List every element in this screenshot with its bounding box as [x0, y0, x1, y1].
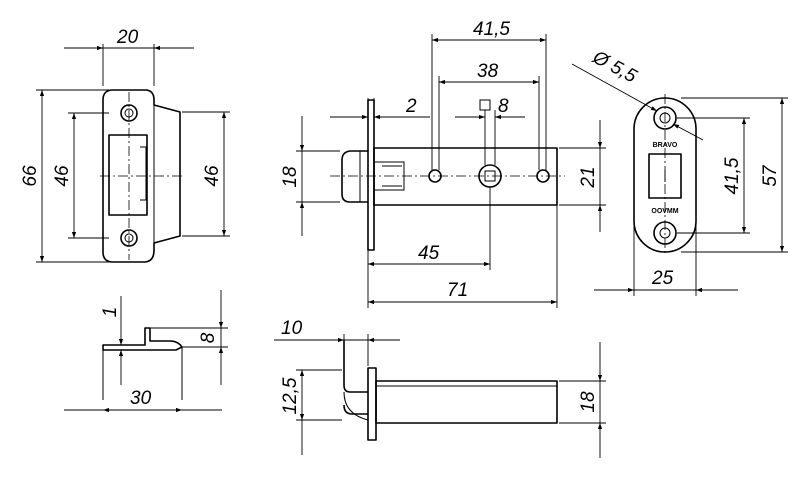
- latch-body: [373, 147, 558, 206]
- strike-plate-window: [108, 134, 148, 216]
- strike-height-dimension: 66: [20, 165, 41, 187]
- latch-faceplate-edge: [367, 99, 375, 251]
- strike-plate-outline: [102, 89, 181, 263]
- latch-backset-inner-dimension: 38: [477, 61, 499, 82]
- strike-plate-window-lip: [140, 146, 147, 201]
- faceplate-hole-diameter-dimension: Ø 5,5: [588, 46, 640, 87]
- faceplate-height-dimension: 57: [760, 164, 781, 187]
- latch-center-dimension: 45: [418, 243, 440, 264]
- latch-side-tongue: [343, 340, 368, 415]
- faceplate-top-marking: BRAVO: [653, 142, 678, 149]
- strike-depth-dimension: 8: [198, 332, 219, 343]
- latch-side-tongue-height-dimension: 12,5: [280, 377, 301, 414]
- latch-tongue-height-dimension: 18: [280, 166, 301, 188]
- latch-offset-dimension: 2: [405, 96, 417, 117]
- strike-inner-left-dimension: 46: [52, 165, 73, 187]
- latch-square-dimension: 8: [498, 96, 509, 117]
- strike-width-dimension: 20: [116, 27, 139, 48]
- faceplate-hole-spacing-dimension: 41,5: [722, 157, 743, 194]
- strike-thickness-dimension: 1: [100, 307, 121, 318]
- latch-side-view: 10 12,5 18: [274, 318, 606, 458]
- latch-side-body: [375, 380, 558, 424]
- latch-side-faceplate: [367, 367, 377, 441]
- strike-length-dimension: 30: [130, 388, 152, 409]
- latch-front-view: 41,5 38 2 8 18 21: [280, 19, 606, 308]
- latch-side-body-height-dimension: 18: [578, 391, 599, 413]
- latch-tongue: [341, 150, 368, 203]
- latch-faceplate-view: BRAVO OOVMM Ø 5,5 41,5 57 25: [571, 46, 788, 296]
- latch-body-height-dimension: 21: [578, 166, 599, 188]
- strike-side-profile: [102, 327, 183, 351]
- latch-length-dimension: 71: [447, 280, 468, 301]
- strike-inner-right-dimension: 46: [202, 165, 223, 187]
- faceplate-width-dimension: 25: [651, 268, 674, 289]
- latch-backset-outer-dimension: 41,5: [473, 19, 510, 40]
- latch-side-tongue-length-dimension: 10: [281, 318, 303, 339]
- strike-plate-front-view: 20 66 46 46: [20, 27, 230, 263]
- strike-plate-side-view: 1 8 30: [64, 290, 228, 413]
